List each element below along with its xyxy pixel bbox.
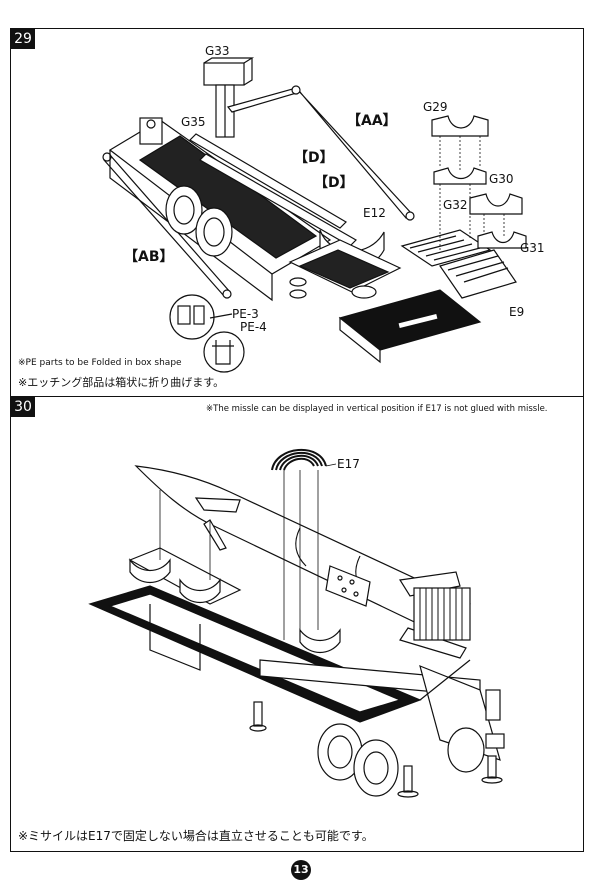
step-30-badge: 30 xyxy=(11,397,35,417)
step-29-badge: 29 xyxy=(11,29,35,49)
step-30-note-en: ※The missle can be displayed in vertical… xyxy=(206,404,548,414)
label-g31: G31 xyxy=(520,241,545,255)
label-g33: G33 xyxy=(205,44,230,58)
step-29-note-en: ※PE parts to be Folded in box shape xyxy=(18,358,182,368)
step-divider xyxy=(10,396,584,397)
label-e12: E12 xyxy=(363,206,386,220)
label-g29: G29 xyxy=(423,100,448,114)
label-g35: G35 xyxy=(181,115,206,129)
label-pe-4: PE-4 xyxy=(240,320,267,334)
label-e17: E17 xyxy=(337,457,360,471)
page-number: 13 xyxy=(291,860,311,880)
step-29-note-jp: ※エッチング部品は箱状に折り曲げます。 xyxy=(18,376,225,389)
label-e9: E9 xyxy=(509,305,525,319)
label-pe-3: PE-3 xyxy=(232,307,259,321)
page-frame xyxy=(10,28,584,852)
label-d-1: 【D】 xyxy=(294,150,334,166)
label-ab: 【AB】 xyxy=(124,249,174,265)
label-g30: G30 xyxy=(489,172,514,186)
label-g32: G32 xyxy=(443,198,468,212)
label-aa: 【AA】 xyxy=(347,113,397,129)
step-30-note-jp: ※ミサイルはE17で固定しない場合は直立させることも可能です。 xyxy=(18,829,374,843)
label-d-2: 【D】 xyxy=(314,175,354,191)
